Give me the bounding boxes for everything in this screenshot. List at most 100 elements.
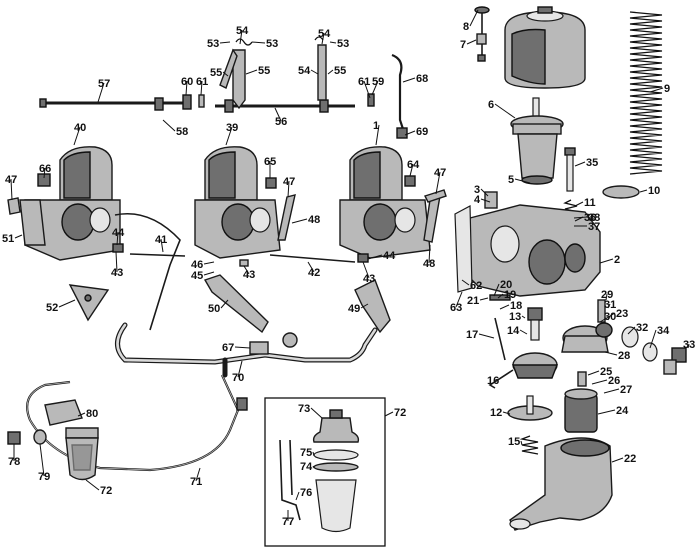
spacer-44a [112,243,124,253]
leader-line [222,71,229,77]
leader-line [605,293,608,301]
leader-line [599,258,614,264]
leader-line [603,388,620,394]
part-number-label: 32 [636,322,648,334]
float-chamber [509,437,613,531]
carburetter-front [19,146,121,261]
leader-line [402,77,416,83]
leader-line [469,9,479,27]
leader-line [499,304,510,310]
leader-line [310,69,319,75]
part-number-label: 53 [337,38,349,50]
securing-screw [564,147,576,192]
leader-line [220,299,229,309]
part-number-label: 55 [210,67,222,79]
leader-line [195,467,201,482]
leader-line [466,39,477,45]
part-number-label: 33 [683,339,695,351]
leader-line [371,80,379,96]
leader-line [591,379,608,385]
leader-line [574,201,584,207]
suction-chamber [504,6,586,89]
part-number-label: 43 [111,267,123,279]
part-number-label: 54 [236,25,249,37]
part-number-label: 13 [509,311,521,323]
choke-cable-clip [182,94,192,110]
leader-line [599,312,616,323]
part-number-label: 74 [300,461,313,473]
jet-adjusting-screw [597,299,606,323]
part-number-label: 63 [450,302,462,314]
part-number-label: 47 [283,176,295,188]
part-number-label: 72 [100,485,112,497]
leader-line [573,216,588,219]
banjo-union [561,322,613,353]
part-number-label: 67 [222,342,234,354]
part-number-label: 5 [508,174,514,186]
part-number-label: 23 [616,308,628,320]
leader-line [521,315,526,319]
part-number-label: 65 [264,156,276,168]
part-number-label: 44 [112,227,125,239]
leader-line [234,346,251,349]
part-number-label: 6 [488,99,494,111]
leader-line [310,407,323,419]
part-number-label: 54 [298,65,311,77]
part-number-label: 47 [5,174,17,186]
damper-cap [474,6,490,62]
leader-line [287,180,290,198]
leader-line [321,32,325,45]
leader-line [639,189,648,193]
leader-line [329,41,337,44]
leader-line [291,218,308,224]
leader-line [77,412,86,417]
part-number-label: 64 [407,159,420,171]
part-number-label: 16 [487,375,499,387]
part-number-label: 12 [490,407,502,419]
leader-line [327,69,334,75]
part-number-label: 71 [190,476,202,488]
inset-stirrup-76 [279,439,301,521]
leader-line [58,299,76,308]
leader-lines [10,9,690,521]
fuel-rod-42 [269,254,356,263]
leader-line [251,41,266,44]
throttle-spindle [489,294,511,301]
part-number-label: 54 [318,28,331,40]
plate-52 [68,284,110,322]
choke-lever-49 [354,279,391,334]
part-number-label: 47 [434,167,446,179]
part-number-label: 68 [416,73,428,85]
choke-lever-50 [203,274,269,334]
part-number-label: 43 [243,269,255,281]
leader-line [43,167,46,179]
jet-link [494,317,506,361]
part-number-label: 75 [300,447,312,459]
piston-spring [629,11,663,175]
leader-line [274,107,282,122]
leader-line [497,293,504,299]
part-number-label: 55 [334,65,346,77]
union-67 [249,341,269,355]
collar-59 [367,93,375,107]
part-number-label: 48 [423,258,435,270]
leader-line [85,479,100,491]
part-number-label: 76 [300,487,312,499]
leader-line [185,80,188,96]
leader-line [203,271,215,276]
part-number-label: 58 [176,126,188,138]
leader-line [375,124,380,146]
part-number-label: 37 [588,221,600,233]
part-number-label: 11 [584,197,596,209]
plate-hole [84,294,92,302]
inset-frame [264,397,386,547]
part-number-label: 34 [657,325,670,337]
clip-47-front [7,197,21,215]
part-number-label: 3 [474,184,480,196]
leader-line [428,244,431,264]
part-number-label: 73 [298,403,310,415]
leader-line [574,161,586,167]
part-number-label: 1 [373,120,379,132]
float-chamber-lid [488,352,559,389]
